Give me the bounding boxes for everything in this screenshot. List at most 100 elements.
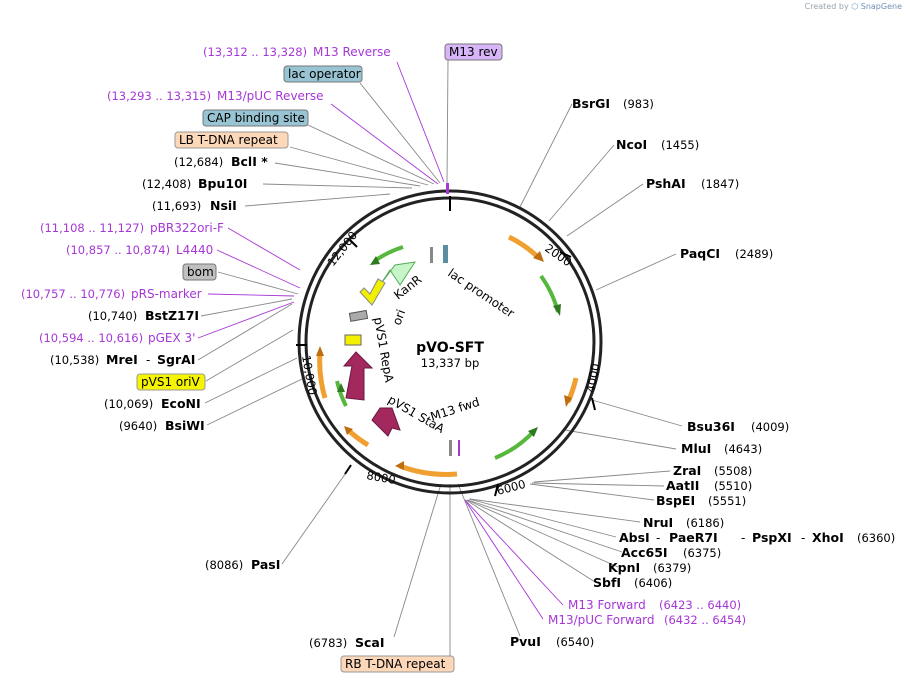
site-name-scai: ScaI <box>355 635 385 650</box>
ori-label: ori <box>390 308 408 327</box>
site-name-pshai: PshAI <box>646 176 686 191</box>
site-sep-3: - <box>801 531 805 545</box>
m13-fwd-primer <box>458 440 460 456</box>
site-pos-bsu36i: (4009) <box>751 420 789 434</box>
site-pos-bcli: (12,684) <box>174 155 223 169</box>
primer-pos-pgex3: (10,594 .. 10,616) <box>39 331 143 345</box>
primer-pos-m13-reverse: (13,312 .. 13,328) <box>203 45 307 59</box>
orange-arc-3 <box>399 463 458 477</box>
rb-box <box>340 655 455 673</box>
lac-operator-marker <box>443 245 448 263</box>
site-name-bsiwi: BsiWI <box>165 418 205 433</box>
site-pos-paqci: (2489) <box>735 247 773 261</box>
site-name-bspei: BspEI <box>656 493 695 508</box>
site-name-kpni: KpnI <box>608 560 640 575</box>
lac-operator-box-text: lac operator <box>288 67 361 81</box>
site-pos-mrei: (10,538) <box>50 353 99 367</box>
primer-pos-pbr322ori: (11,108 .. 11,127) <box>40 221 144 235</box>
primer-name-l4440: L4440 <box>176 243 213 257</box>
snapgene-credit: Created by ⬡ SnapGene <box>805 2 902 11</box>
green-head-3 <box>370 256 380 265</box>
primer-pos-prs-marker: (10,757 .. 10,776) <box>21 287 125 301</box>
green-head-1 <box>553 304 561 316</box>
site-pos-econi: (10,069) <box>104 397 153 411</box>
lac-promoter-label: lac promoter <box>445 266 517 321</box>
primer-pos-m13-forward: (6423 .. 6440) <box>659 598 741 612</box>
backbone-outer <box>297 189 603 495</box>
lb-box-text: LB T-DNA repeat <box>179 133 278 147</box>
ruler-label-8000: 8000 <box>365 468 396 487</box>
site-pos-xhoi: (6360) <box>857 531 895 545</box>
site-name-bstz17i: BstZ17I <box>145 308 199 323</box>
site-name-bpu10i: Bpu10I <box>198 176 247 191</box>
site-pos-scai: (6783) <box>309 636 347 650</box>
plasmid-name: pVO-SFT <box>416 340 484 356</box>
arrowhead-3 <box>395 461 404 470</box>
cap-marker <box>430 247 433 263</box>
ruler-label-4000: 4000 <box>583 362 602 393</box>
arrowhead-4 <box>344 426 353 435</box>
site-name-sgrai: SgrAI <box>157 352 195 367</box>
green-arc-3 <box>374 245 404 262</box>
primer-labels: (13,312 .. 13,328) M13 Reverse (13,293 .… <box>21 45 746 627</box>
green-arc-4 <box>335 380 348 407</box>
site-name-sbfi: SbfI <box>593 575 621 590</box>
m13-fwd-marker <box>449 440 452 456</box>
site-name-pvui: PvuI <box>510 634 541 649</box>
primer-name-m13-forward: M13 Forward <box>568 598 646 612</box>
lac-operator-box <box>283 65 363 83</box>
ruler-ticks <box>296 196 596 497</box>
snapgene-logo-icon: ⬡ <box>851 2 859 11</box>
site-name-paqci: PaqCI <box>680 246 720 261</box>
bom-marker <box>348 309 369 322</box>
site-sep-4: - <box>146 353 150 367</box>
site-name-ncoi: NcoI <box>616 137 647 152</box>
site-pos-bpu10i: (12,408) <box>142 177 191 191</box>
arrowhead-5 <box>316 346 324 356</box>
site-pos-bstz17i: (10,740) <box>88 309 137 323</box>
lb-box <box>174 131 289 149</box>
primer-name-prs-marker: pRS-marker <box>131 287 202 301</box>
pvs1-oriv-box <box>136 373 206 391</box>
site-sep-1: - <box>656 531 660 545</box>
cap-box-text: CAP binding site <box>207 111 305 125</box>
site-pos-bsiwi: (9640) <box>119 419 157 433</box>
green-arrowheads <box>337 256 561 437</box>
bom-box <box>182 263 217 281</box>
kanr-arrow <box>379 261 417 286</box>
site-name-pasi: PasI <box>251 557 280 572</box>
site-name-acc65i: Acc65I <box>621 545 668 560</box>
primer-name-m13puc-reverse: M13/pUC Reverse <box>217 89 324 103</box>
primer-name-m13puc-forward: M13/pUC Forward <box>548 613 655 627</box>
credit-prefix: Created by <box>804 2 849 11</box>
rb-box-text: RB T-DNA repeat <box>345 657 446 671</box>
repa-arrow <box>342 351 374 401</box>
arrowhead-1 <box>533 251 544 262</box>
primer-name-pbr322ori: pBR322ori-F <box>150 221 224 235</box>
site-pos-bsrgi: (983) <box>623 97 654 111</box>
site-name-paer7i: PaeR7I <box>669 530 718 545</box>
m13rev-box-text: M13 rev <box>449 45 498 59</box>
site-pos-zrai: (5508) <box>714 464 752 478</box>
site-name-absi: AbsI <box>619 530 650 545</box>
site-name-xhoi: XhoI <box>812 530 844 545</box>
green-head-2 <box>528 427 538 437</box>
leader-lines <box>197 59 683 656</box>
site-labels-left: (6783) ScaI (8086) PasI (9640) BsiWI (10… <box>50 154 385 650</box>
site-labels-right: BsrGI (983) NcoI (1455) PshAI (1847) Paq… <box>510 96 895 649</box>
site-pos-nrui: (6186) <box>686 516 724 530</box>
primer-name-m13-reverse: M13 Reverse <box>313 45 391 59</box>
primer-pos-l4440: (10,857 .. 10,874) <box>66 243 170 257</box>
arrowhead-2 <box>564 395 572 407</box>
site-pos-acc65i: (6375) <box>683 546 721 560</box>
site-pos-pvui: (6540) <box>556 635 594 649</box>
m13-rev-marker <box>446 183 449 194</box>
primer-pos-m13puc-forward: (6432 .. 6454) <box>664 613 746 627</box>
site-name-bcli: BclI * <box>231 154 268 169</box>
site-name-aatii: AatII <box>666 478 699 493</box>
pvs1-oriv-box-text: pVS1 oriV <box>141 375 201 389</box>
green-arc-2 <box>494 428 537 460</box>
boxed-labels: M13 rev lac operator CAP binding site LB… <box>136 43 503 673</box>
site-pos-sbfi: (6406) <box>634 576 672 590</box>
